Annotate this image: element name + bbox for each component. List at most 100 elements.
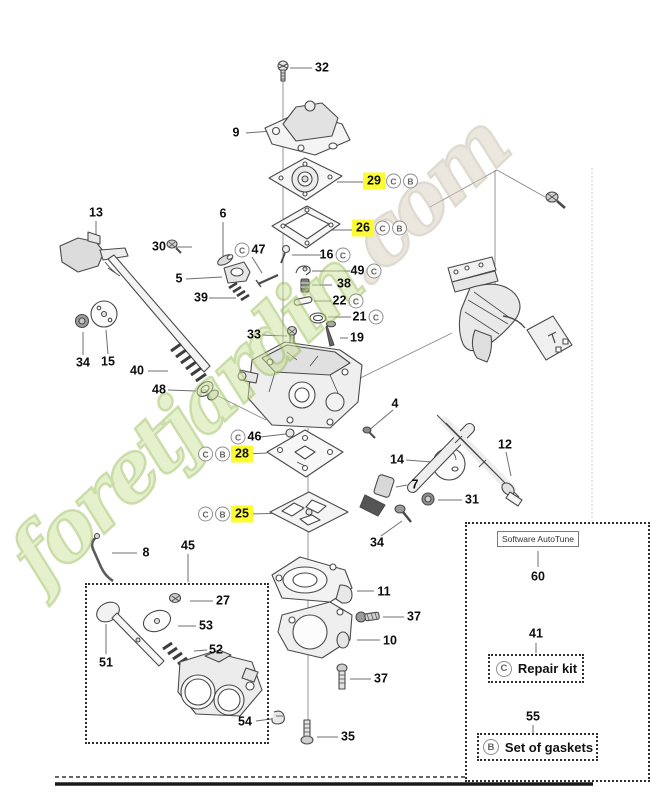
software-autotune-box: Software AutoTune xyxy=(497,531,579,547)
part-35-drawing xyxy=(300,719,314,745)
carburetor-body-drawing xyxy=(237,341,363,429)
part-number: 15 xyxy=(101,354,115,369)
part-label-54: 54 xyxy=(237,715,253,730)
part-number: 41 xyxy=(529,626,543,641)
part-number: 54 xyxy=(238,714,252,729)
part-40-drawing xyxy=(170,342,207,383)
part-label-14: 14 xyxy=(389,453,405,468)
circled-c-icon: C xyxy=(348,293,364,309)
part-28-drawing xyxy=(266,429,344,478)
part-label-53: 53 xyxy=(198,619,214,634)
part-46-drawing xyxy=(285,428,295,438)
part-48-drawing xyxy=(196,381,219,401)
part-26-drawing xyxy=(271,205,341,249)
part-number: 38 xyxy=(337,276,351,291)
solenoid-assembly-drawing xyxy=(447,256,573,363)
part-4-drawing xyxy=(362,426,376,439)
part-label-34: 34 xyxy=(75,356,91,371)
part-label-12: 12 xyxy=(497,438,513,453)
part-number: 31 xyxy=(465,492,479,507)
part-number: 27 xyxy=(216,593,230,608)
part-number: 40 xyxy=(130,363,144,378)
circled-b-icon: B xyxy=(215,446,231,462)
part-37b-drawing xyxy=(336,663,348,690)
part-number: 14 xyxy=(390,452,404,467)
part-54-drawing xyxy=(271,710,285,725)
part-number: 34 xyxy=(370,535,384,550)
part-number: 53 xyxy=(199,618,213,633)
part-label-5: 5 xyxy=(175,272,184,287)
part-16-drawing xyxy=(280,244,291,264)
part-label-45: 45 xyxy=(180,539,196,554)
part-label-8: 8 xyxy=(142,546,151,561)
part-label-48: 48 xyxy=(151,383,167,398)
part-21-drawing xyxy=(309,312,327,324)
part-number: 28 xyxy=(231,445,253,463)
part-49-drawing xyxy=(295,265,311,276)
part-number: 9 xyxy=(232,125,240,140)
repair-kit-box: C Repair kit xyxy=(488,654,584,683)
part-label-11: 11 xyxy=(376,585,391,600)
part-number: 22 xyxy=(332,293,347,308)
part-number: 39 xyxy=(194,290,208,305)
part-10-drawing xyxy=(277,601,353,659)
part-32-drawing xyxy=(277,60,289,82)
part-7-drawing xyxy=(359,474,395,517)
part-label-31: 31 xyxy=(464,493,480,508)
part-number: 21 xyxy=(352,309,367,324)
part-27-drawing xyxy=(168,592,182,604)
part-47-drawing xyxy=(255,273,279,288)
part-number: 8 xyxy=(142,545,150,560)
part-31-drawing xyxy=(421,492,435,506)
part-number: 37 xyxy=(374,671,388,686)
part-label-51: 51 xyxy=(98,656,114,671)
part-number: 60 xyxy=(531,569,545,584)
part-13-drawing xyxy=(59,231,211,373)
part-51-drawing xyxy=(96,601,165,667)
part-34-right-drawing xyxy=(394,504,412,523)
circled-c-icon: C xyxy=(366,263,382,279)
part-label-10: 10 xyxy=(382,634,398,649)
part-number: 25 xyxy=(231,505,253,523)
circled-c-icon: C xyxy=(385,173,401,189)
software-autotune-label: Software AutoTune xyxy=(502,534,574,544)
circled-c-icon: C xyxy=(374,220,390,236)
circled-c-icon: C xyxy=(495,660,512,677)
part-label-41: 41 xyxy=(528,627,544,642)
set-of-gaskets-label: Set of gaskets xyxy=(504,739,594,755)
part-6-drawing xyxy=(217,254,234,266)
part-number: 46 xyxy=(247,429,262,444)
circled-b-icon: B xyxy=(402,173,418,189)
part-number: 29 xyxy=(363,172,385,190)
part-label-33: 33 xyxy=(246,328,262,343)
part-30-drawing xyxy=(166,239,182,254)
circled-c-icon: C xyxy=(335,247,351,263)
part-label-19: 19 xyxy=(349,331,365,346)
part-label-27: 27 xyxy=(215,594,231,609)
circled-c-icon: C xyxy=(368,309,384,325)
part-label-55: 55 xyxy=(525,710,541,725)
part-number: 48 xyxy=(152,382,166,397)
part-25-drawing xyxy=(269,491,349,533)
part-number: 34 xyxy=(76,355,90,370)
part-label-38: 38 xyxy=(336,277,352,292)
part-5-drawing xyxy=(223,261,251,284)
part-label-37: 37 xyxy=(406,610,422,625)
part-19-drawing xyxy=(325,320,337,347)
part-label-52: 52 xyxy=(208,643,224,658)
part-label-13: 13 xyxy=(88,206,104,221)
part-number: 7 xyxy=(411,477,419,492)
choke-body-drawing xyxy=(177,649,263,717)
part-number: 37 xyxy=(407,609,421,624)
part-22-drawing xyxy=(293,296,313,306)
